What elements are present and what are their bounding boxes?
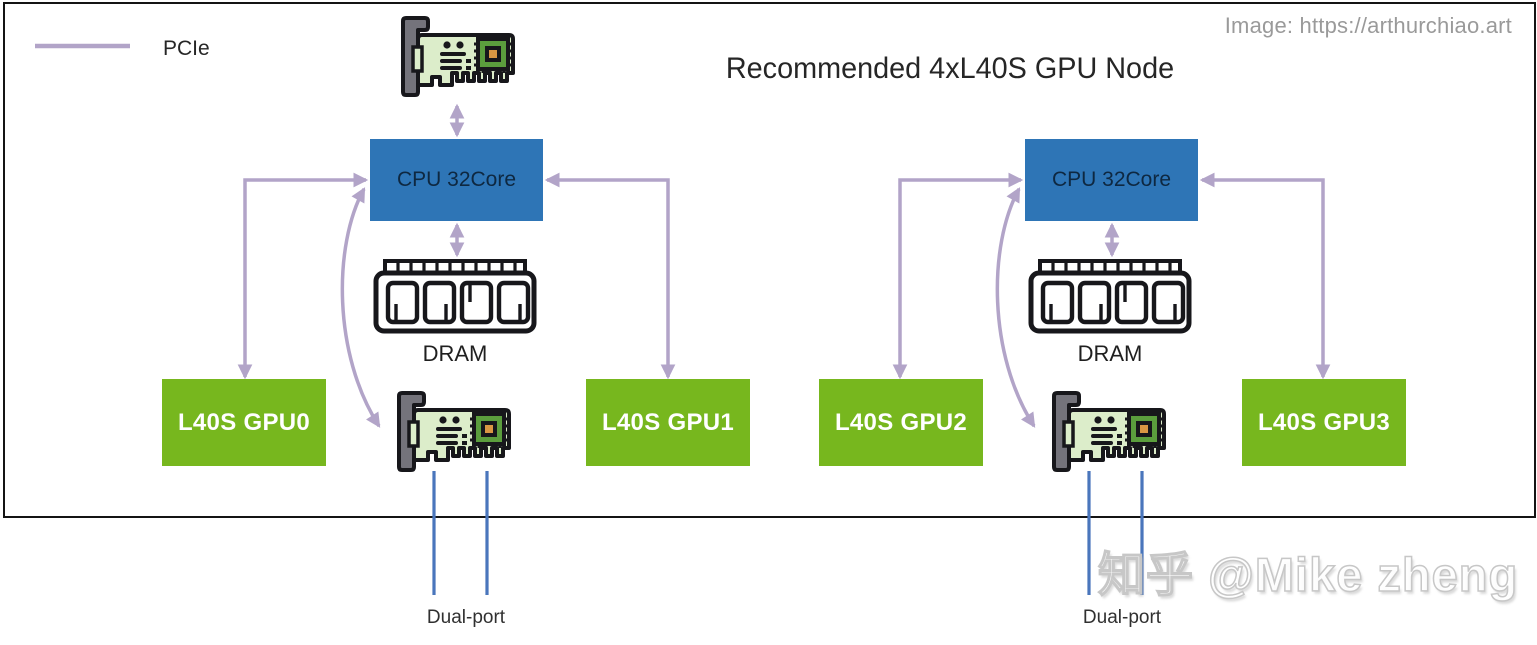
gpu-label: L40S GPU0 [177,408,311,436]
cpu-node-0: CPU 32Core [370,139,543,221]
gpu-label: L40S GPU2 [834,408,968,436]
dram-label: DRAM [1077,341,1143,366]
diagram-title: Recommended 4xL40S GPU Node [725,52,1175,85]
nic-card-icon [388,390,513,474]
gpu-label: L40S GPU3 [1257,408,1391,436]
gpu-node-2: L40S GPU2 [819,379,983,466]
dram-icon [1028,258,1192,334]
cpu-node-1: CPU 32Core [1025,139,1198,221]
dual-port-label: Dual-port [1082,607,1162,628]
dram-icon [373,258,537,334]
gpu-node-3: L40S GPU3 [1242,379,1406,466]
gpu-node-0: L40S GPU0 [162,379,326,466]
gpu-label: L40S GPU1 [601,408,735,436]
cpu-label: CPU 32Core [396,168,517,191]
image-credit: Image: https://arthurchiao.art [1224,13,1512,38]
nic-card-icon [392,15,517,99]
dual-port-label: Dual-port [426,607,506,628]
gpu-node-1: L40S GPU1 [586,379,750,466]
cpu-label: CPU 32Core [1051,168,1172,191]
watermark: 知乎 @Mike zheng [1097,547,1519,602]
diagram-frame [3,2,1536,518]
legend-pcie-label: PCIe [163,37,210,60]
nic-card-icon [1043,390,1168,474]
dram-label: DRAM [422,341,488,366]
